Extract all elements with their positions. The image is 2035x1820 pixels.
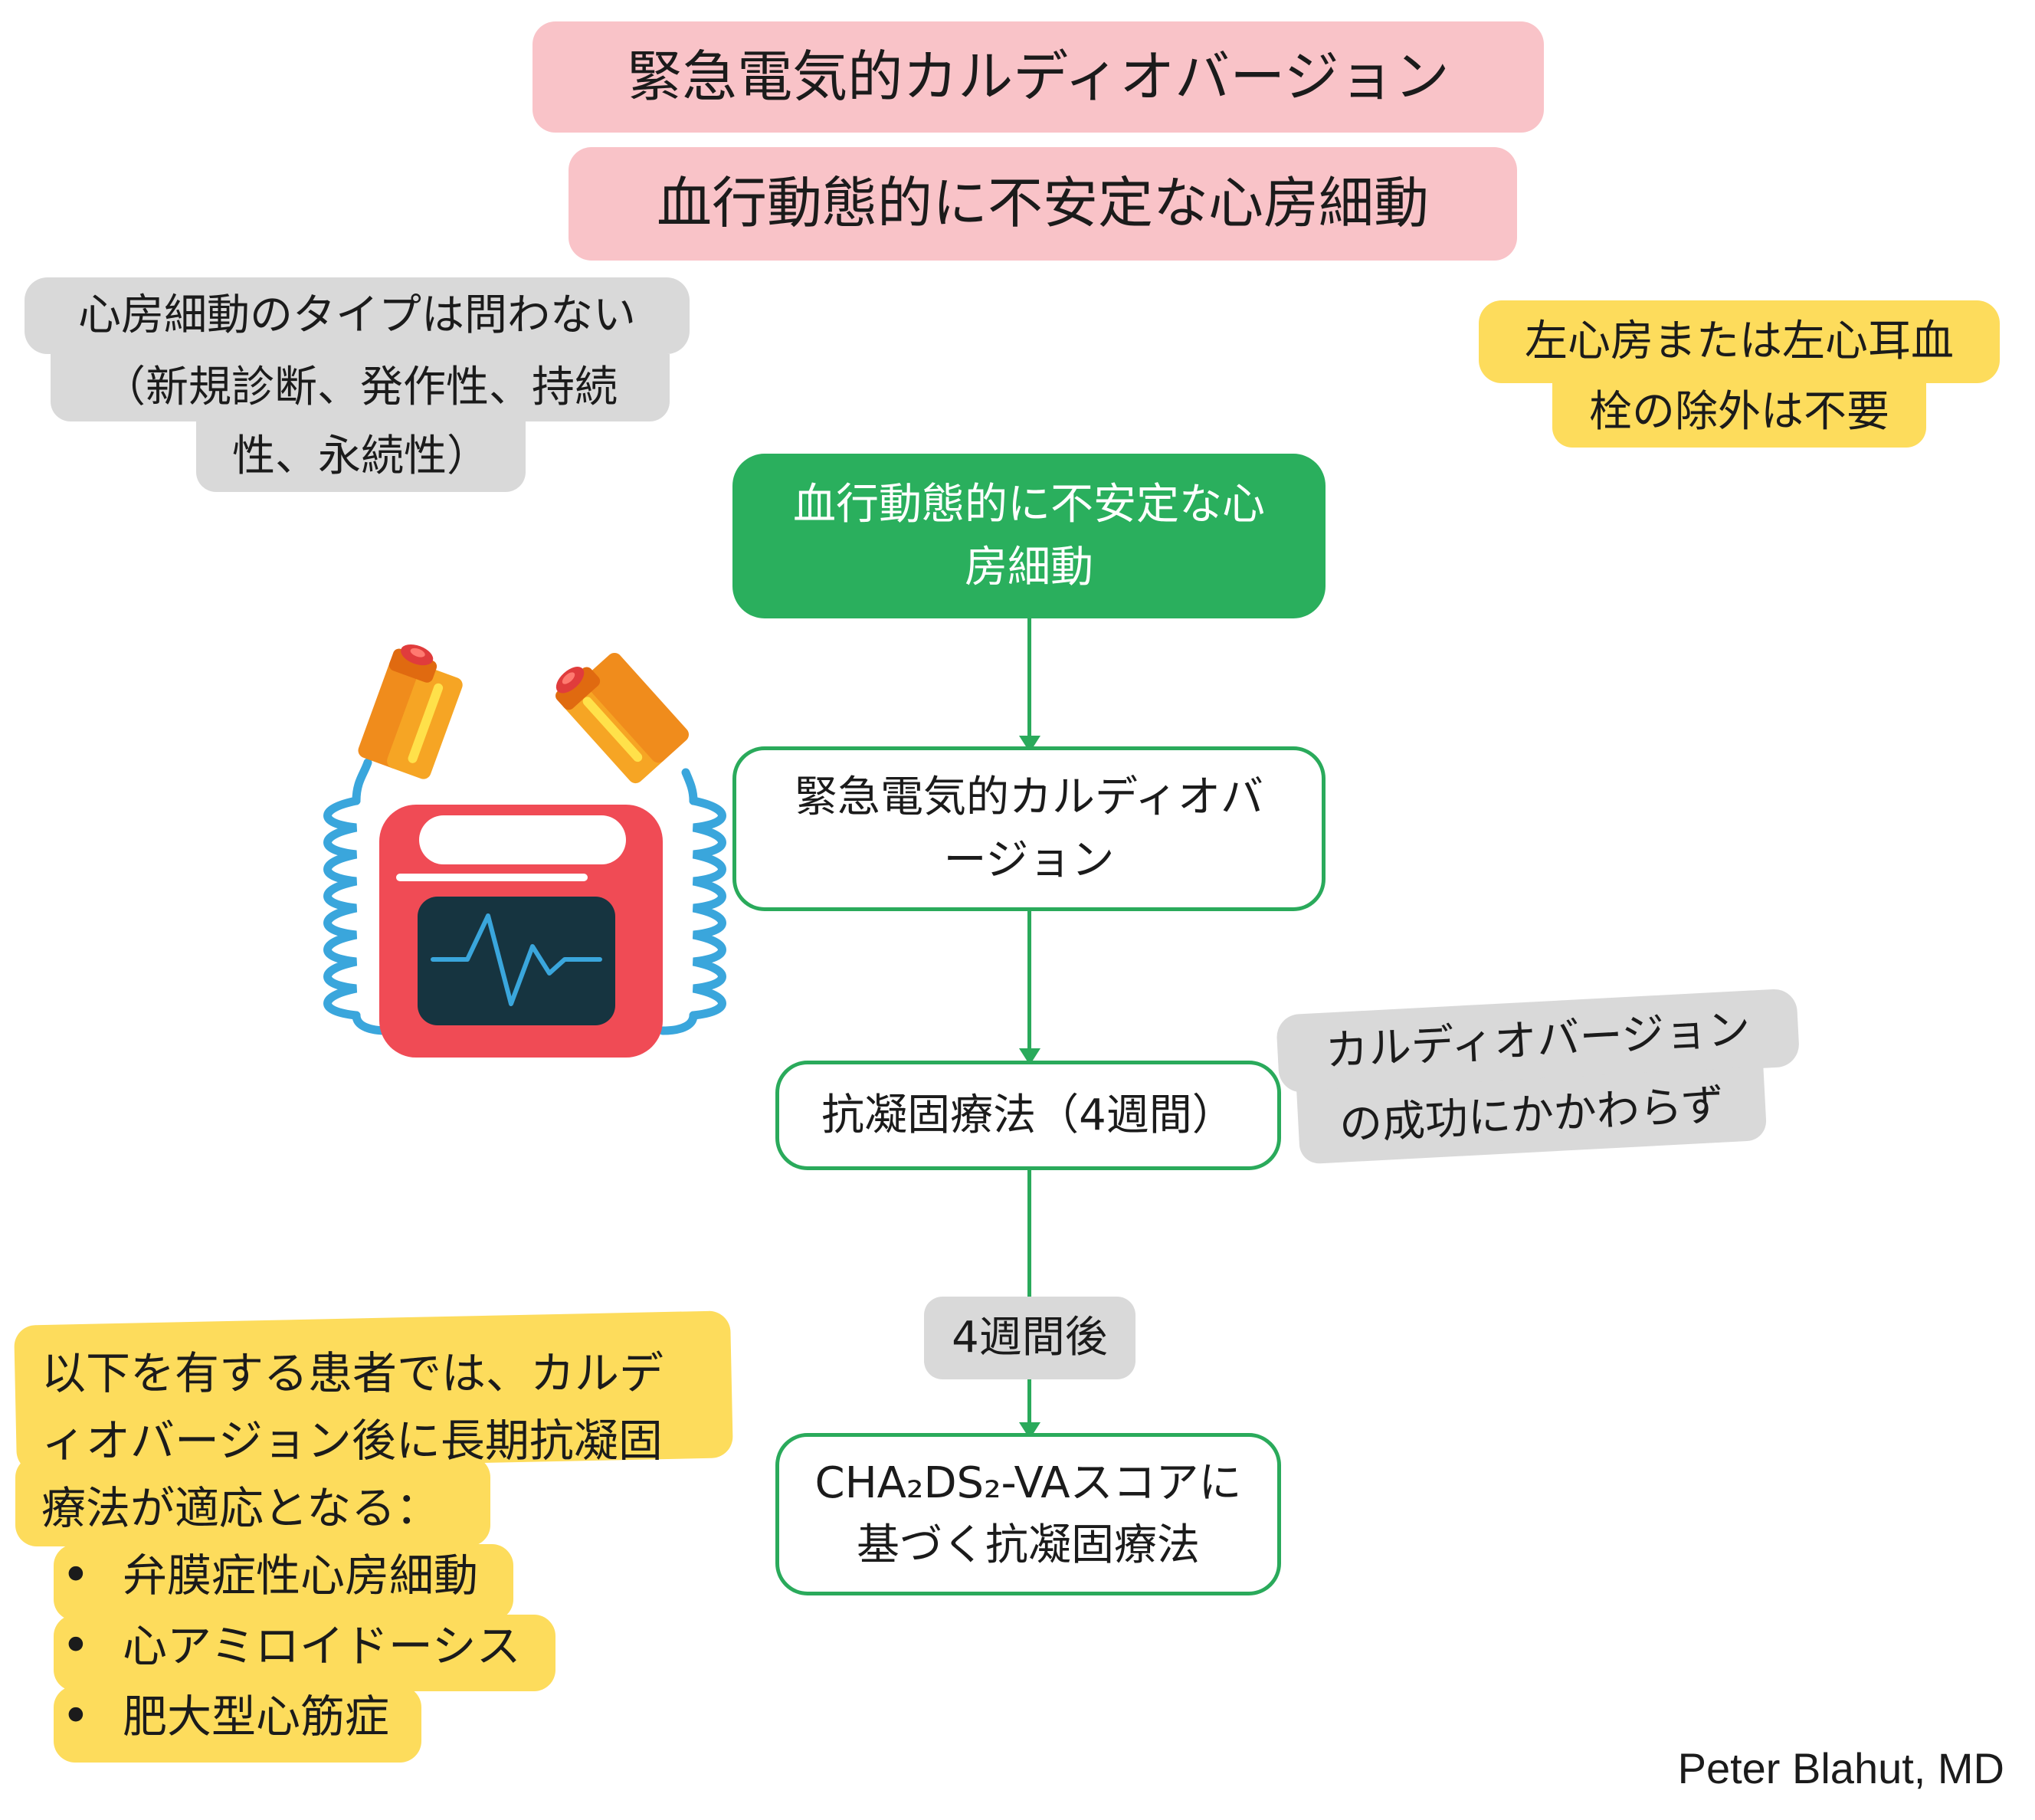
- flow-node1-line2: 房細動: [965, 542, 1093, 592]
- connector-1: [1027, 618, 1031, 737]
- note-long-term-anticoagulation: 以下を有する患者では、カルデ ィオバージョン後に長期抗凝固 療法が適応となる： …: [14, 1310, 766, 1778]
- flow-node4-line1: CHA₂DS₂-VAスコアに: [814, 1458, 1242, 1508]
- flow-node2-line2: ージョン: [943, 835, 1115, 885]
- list-item: 心アミロイドーシス: [61, 1611, 521, 1681]
- ecg-screen-icon: [418, 897, 615, 1025]
- list-item: 弁膜症性心房細動: [61, 1540, 521, 1611]
- title-unstable-af: 血行動態的に不安定な心房細動: [569, 147, 1517, 261]
- connector-3-top: [1027, 1170, 1031, 1297]
- flow-node4-line2: 基づく抗凝固療法: [856, 1520, 1200, 1570]
- list-item: 肥大型心筋症: [61, 1681, 521, 1752]
- left-cable-icon: [323, 758, 392, 1035]
- flow-node-cha2ds2va: CHA₂DS₂-VAスコアに 基づく抗凝固療法: [775, 1433, 1281, 1595]
- flow-node-cardioversion: 緊急電気的カルディオバ ージョン: [732, 746, 1326, 911]
- connector-2: [1027, 911, 1031, 1051]
- note-af-type-row3: 性、永続性）: [196, 421, 526, 492]
- title-line2: 血行動態的に不安定な心房細動: [656, 171, 1429, 236]
- flow-node2-line1: 緊急電気的カルディオバ: [794, 772, 1264, 823]
- conditions-intro-line2: ィオバージョン後に長期抗凝固: [41, 1415, 663, 1467]
- right-paddle-icon: [555, 652, 689, 784]
- note-af-type: 心房細動のタイプは問わない （新規診断、発作性、持続 性、永続性）: [25, 277, 699, 496]
- note-thrombus-row2: 栓の除外は不要: [1552, 377, 1926, 448]
- title-line1: 緊急電気的カルディオバージョン: [627, 44, 1450, 109]
- conditions-intro-line1: 以下を有する患者では、カルデ: [41, 1347, 664, 1399]
- author-credit: Peter Blahut, MD: [1677, 1744, 2004, 1792]
- label-after-4-weeks: 4週間後: [924, 1297, 1135, 1379]
- defibrillator-icon: [323, 644, 726, 1058]
- note-thrombus: 左心房または左心耳血 栓の除外は不要: [1479, 300, 2000, 454]
- note-thrombus-row1: 左心房または左心耳血: [1479, 300, 2000, 383]
- left-paddle-icon: [358, 644, 463, 779]
- title-emergency-cardioversion: 緊急電気的カルディオバージョン: [533, 21, 1544, 133]
- note-regardless: カルディオバージョン の成功にかかわらず: [1276, 988, 1804, 1168]
- note-af-type-row1: 心房細動のタイプは問わない: [25, 277, 690, 354]
- conditions-intro: 以下を有する患者では、カルデ ィオバージョン後に長期抗凝固 療法が適応となる：: [41, 1340, 664, 1542]
- flow-node-unstable-af: 血行動態的に不安定な心 房細動: [732, 454, 1326, 618]
- flow-node-anticoagulation-4w: 抗凝固療法（4週間）: [775, 1061, 1281, 1170]
- flow-node3-text: 抗凝固療法（4週間）: [821, 1090, 1235, 1140]
- conditions-list: 弁膜症性心房細動 心アミロイドーシス 肥大型心筋症: [61, 1540, 521, 1752]
- flow-node1-line1: 血行動態的に不安定な心: [793, 480, 1265, 530]
- conditions-intro-line3: 療法が適応となる：: [41, 1482, 441, 1534]
- connector-3-bottom: [1027, 1379, 1031, 1425]
- note-af-type-row2: （新規診断、発作性、持続: [51, 354, 670, 421]
- right-cable-icon: [658, 768, 726, 1035]
